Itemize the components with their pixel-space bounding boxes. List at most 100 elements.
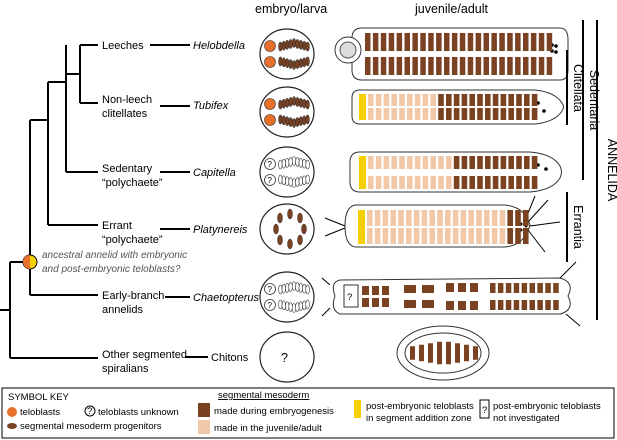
mesoderm-progenitor [297, 234, 303, 246]
group-label: clitellates [102, 108, 148, 120]
teloblast-unknown [264, 174, 276, 186]
mesoderm-juvenile-segment [398, 210, 404, 226]
mesoderm-embryonic-segment [491, 33, 497, 51]
mesoderm-embryonic-segment [455, 343, 460, 363]
taxon-platynereis: Errant “polychaete” Platynereis [102, 220, 248, 246]
mesoderm-progenitor [288, 59, 293, 69]
mesoderm-juvenile-segment [399, 156, 405, 169]
mesoderm-embryonic-segment [404, 33, 410, 51]
mesoderm-embryonic-segment [467, 57, 474, 75]
group-label: Early-branch [102, 290, 164, 302]
mesoderm-embryonic-segment [530, 57, 537, 75]
mesoderm-embryonic-segment [529, 300, 535, 310]
mesoderm-progenitor [278, 114, 283, 125]
mesoderm-juvenile-segment [375, 176, 382, 189]
mesoderm-progenitor [295, 282, 300, 292]
mesoderm-embryonic-segment [538, 57, 545, 75]
mesoderm-embryonic-segment [523, 57, 529, 75]
mesoderm-juvenile-segment [429, 228, 435, 244]
mesoderm-embryonic-segment [446, 94, 452, 106]
mesoderm-embryonic-segment [524, 156, 530, 169]
key-post-teloblasts-line1: post-embryonic teloblasts [366, 401, 474, 412]
mesoderm-juvenile-segment [399, 108, 405, 120]
mesoderm-embryonic-segment [422, 300, 434, 308]
mesoderm-embryonic-segment [507, 57, 513, 75]
embryo-capitella [259, 146, 315, 198]
mesoderm-embryonic-segment [451, 57, 458, 75]
header-embryo: embryo/larva [255, 2, 327, 16]
clade-brackets: ANNELIDA Sedentaria Clitellata Errantia [566, 20, 617, 320]
mesoderm-progenitor [278, 174, 283, 185]
mesoderm-embryonic-segment [473, 346, 478, 360]
mesoderm-juvenile-segment [476, 228, 482, 244]
mesoderm-embryonic-segment [492, 176, 499, 189]
mesoderm-progenitor [302, 158, 307, 169]
platynereis-tentacles [525, 195, 561, 253]
embryo-chaetopterus [259, 271, 315, 323]
mesoderm-juvenile-segment [438, 176, 444, 189]
mesoderm-juvenile-segment [368, 94, 374, 106]
mesoderm-progenitor [288, 177, 293, 187]
mesoderm-embryonic-segment [438, 108, 444, 120]
mesoderm-embryonic-segment [372, 33, 379, 51]
mesoderm-progenitor [273, 223, 279, 235]
mesoderm-juvenile-segment [367, 210, 373, 226]
mesoderm-embryonic-segment [515, 57, 521, 75]
mesoderm-juvenile-segment [390, 228, 396, 244]
mesoderm-juvenile-segment [414, 176, 421, 189]
mesoderm-juvenile-segment [374, 228, 381, 244]
mesoderm-embryonic-segment [531, 108, 538, 120]
mesoderm-embryonic-segment [524, 176, 530, 189]
mesoderm-progenitor [281, 98, 286, 109]
mesoderm-progenitor [302, 300, 307, 311]
taxon-tubifex: Non-leech clitellates Tubifex [102, 94, 229, 120]
mesoderm-progenitor [291, 60, 297, 70]
mesoderm-embryonic-segment [365, 33, 371, 51]
mesoderm-embryonic-segment [446, 283, 454, 292]
mesoderm-progenitor [288, 117, 293, 127]
mesoderm-juvenile-segment [407, 108, 413, 120]
mesoderm-embryonic-segment [523, 33, 529, 51]
mesoderm-progenitor [277, 212, 283, 224]
mesoderm-juvenile-segment [391, 176, 397, 189]
mesoderm-embryonic-segment [380, 57, 387, 75]
genus-label: Tubifex [193, 100, 229, 112]
mesoderm-progenitor [305, 56, 310, 67]
mesoderm-embryonic-segment [477, 94, 483, 106]
mesoderm-embryonic-segment [508, 156, 514, 169]
mesoderm-embryonic-segment [516, 176, 522, 189]
mesoderm-progenitor [295, 117, 300, 127]
mesoderm-embryonic-segment [546, 33, 553, 51]
mesoderm-embryonic-segment [500, 94, 507, 106]
mesoderm-juvenile-segment [452, 228, 459, 244]
mesoderm-embryonic-segment [492, 108, 499, 120]
mesoderm-juvenile-segment [383, 176, 390, 189]
mesoderm-embryonic-segment [446, 301, 454, 310]
mesoderm-embryonic-segment [453, 156, 460, 169]
mesoderm-progenitor [298, 282, 303, 293]
mesoderm-embryonic-segment [475, 57, 482, 75]
mesoderm-juvenile-segment [446, 176, 452, 189]
mesoderm-embryonic-segment [467, 33, 474, 51]
mesoderm-progenitor [302, 115, 307, 126]
mesoderm-juvenile-segment [430, 156, 436, 169]
mesoderm-juvenile-segment [382, 228, 389, 244]
mesoderm-progenitor [298, 158, 303, 168]
mesoderm-juvenile-segment [399, 176, 405, 189]
mesoderm-embryonic-segment [505, 283, 512, 293]
ancestral-node-marker [22, 254, 38, 270]
mesoderm-embryonic-segment [508, 176, 514, 189]
mesoderm-juvenile-segment [437, 210, 443, 226]
mesoderm-embryonic-segment [388, 57, 395, 75]
mesoderm-juvenile-segment [437, 228, 443, 244]
mesoderm-embryonic-segment [469, 94, 475, 106]
mesoderm-embryonic-segment [428, 57, 434, 75]
symbol-key: SYMBOL KEY teloblasts ? teloblasts unkno… [1, 387, 615, 439]
mesoderm-embryonic-segment [500, 176, 507, 189]
mesoderm-embryonic-segment [531, 94, 538, 106]
mesoderm-juvenile-segment [460, 228, 467, 244]
mesoderm-progenitor [277, 234, 283, 246]
mesoderm-progenitor [302, 40, 307, 51]
mesoderm-progenitor [295, 59, 300, 69]
mesoderm-juvenile-segment [422, 156, 429, 169]
